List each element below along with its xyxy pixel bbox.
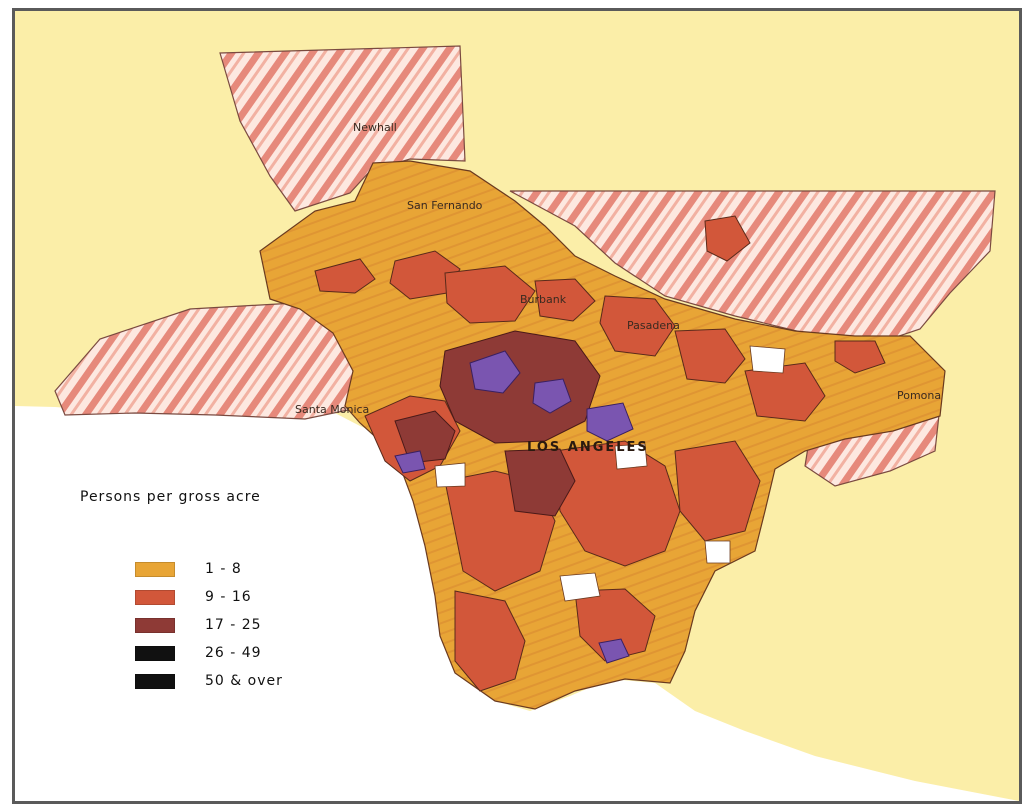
legend-label: 50 & over	[205, 673, 283, 689]
legend-item: 17 - 25	[135, 611, 380, 639]
place-label-burbank: Burbank	[520, 293, 567, 306]
map-frame: Newhall San Fernando Burbank Pasadena Sa…	[12, 8, 1022, 804]
place-label-santa-monica: Santa Monica	[295, 403, 369, 416]
high-density-areas	[394, 330, 601, 517]
unpopulated-gaps	[434, 345, 786, 602]
place-label-pasadena: Pasadena	[627, 319, 680, 332]
legend-swatch	[135, 673, 175, 689]
map-legend: Persons per gross acre 1 - 8 9 - 16 17 -…	[80, 489, 380, 695]
legend-swatch	[135, 645, 175, 661]
legend-swatch	[135, 561, 175, 577]
ocean	[15, 406, 1019, 801]
legend-swatch	[135, 617, 175, 633]
density-map: Newhall San Fernando Burbank Pasadena Sa…	[15, 11, 1019, 801]
legend-label: 17 - 25	[205, 617, 262, 633]
place-label-pomona: Pomona	[897, 389, 941, 402]
legend-item: 50 & over	[135, 667, 380, 695]
legend-item: 1 - 8	[135, 555, 380, 583]
newhall-mountains	[219, 45, 466, 212]
legend-label: 26 - 49	[205, 645, 262, 661]
legend-swatch	[135, 589, 175, 605]
place-label-newhall: Newhall	[353, 121, 397, 134]
place-label-los-angeles: LOS ANGELES	[527, 440, 649, 455]
legend-label: 9 - 16	[205, 589, 252, 605]
legend-item: 9 - 16	[135, 583, 380, 611]
place-label-san-fernando: San Fernando	[407, 199, 483, 212]
very-high-density-areas	[394, 350, 634, 664]
legend-title: Persons per gross acre	[80, 489, 261, 505]
legend-item: 26 - 49	[135, 639, 380, 667]
legend-label: 1 - 8	[205, 561, 242, 577]
